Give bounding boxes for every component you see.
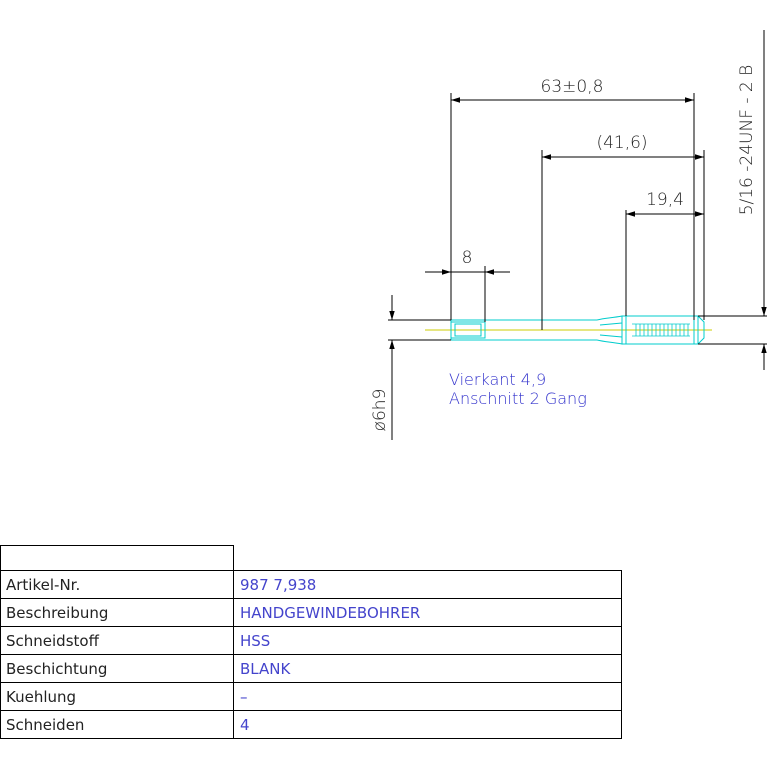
thread-hatching [632,323,690,337]
title-block-grid [0,545,622,739]
dim-diameter-text: ø6h9 [370,389,390,432]
table-row-label: Schneidstoff [6,632,99,650]
table-row-value: HSS [240,632,271,650]
note-chamfer: Anschnitt 2 Gang [449,389,587,408]
dim-thread-text: 19,4 [646,190,684,210]
extension-lines [388,93,767,345]
tap-outline [450,315,705,345]
dim-overall-text: 63±0,8 [541,77,604,97]
table-row-label: Artikel-Nr. [6,576,81,594]
table-row-value: BLANK [240,660,291,678]
table-row-value: 987 7,938 [240,576,317,594]
table-row-label: Kuehlung [6,688,77,706]
note-square: Vierkant 4,9 [449,370,546,389]
dimension-lines [389,30,767,440]
dim-thread-spec-text: 5/16 -24UNF - 2 B [737,65,757,216]
table-row-label: Schneiden [6,716,85,734]
dim-square-text: 8 [462,248,473,268]
table-row-label: Beschichtung [6,660,108,678]
table-row-value: – [240,688,248,706]
table-row-value: 4 [240,716,250,734]
dim-shank-text: (41,6) [596,133,647,153]
table-row-label: Beschreibung [6,604,109,622]
table-row-value: HANDGEWINDEBOHRER [240,604,421,622]
